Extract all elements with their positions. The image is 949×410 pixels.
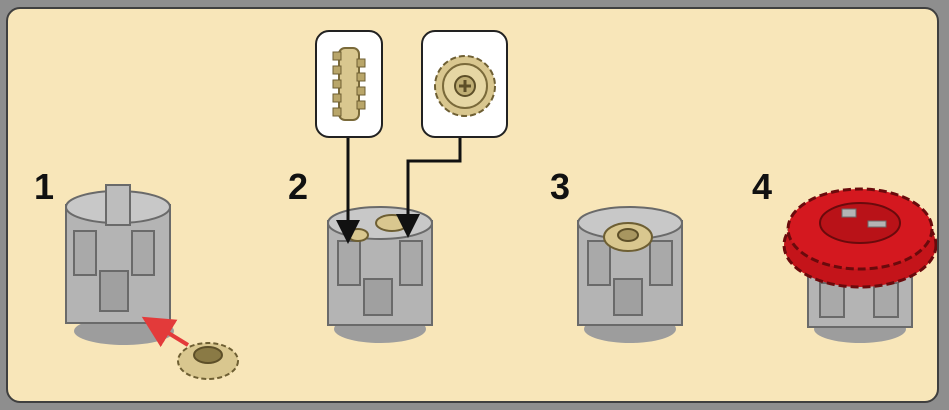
- double-bevel-gear-red-icon: [782, 187, 937, 289]
- connector-hub-icon: [577, 206, 683, 343]
- instruction-panel: 1 2 3 4: [6, 7, 939, 403]
- insert-arrow-red: [141, 316, 190, 348]
- step-number-1: 1: [34, 166, 55, 207]
- bevel-gear-tan-icon: [434, 55, 496, 117]
- bevel-gear-tan-icon: [177, 342, 239, 380]
- step-number-2: 2: [288, 166, 309, 207]
- callout-gear-front-view: [421, 30, 508, 138]
- step-number-3: 3: [550, 166, 571, 207]
- connector-hub-icon: [65, 184, 174, 345]
- bevel-gear-tan-icon: [332, 47, 366, 121]
- insert-arrow-black-right: [396, 138, 462, 238]
- connector-hub-icon: [327, 206, 433, 343]
- step-number-4: 4: [752, 166, 773, 207]
- callout-gear-side-view: [315, 30, 383, 138]
- assembly-illustration: [65, 138, 937, 380]
